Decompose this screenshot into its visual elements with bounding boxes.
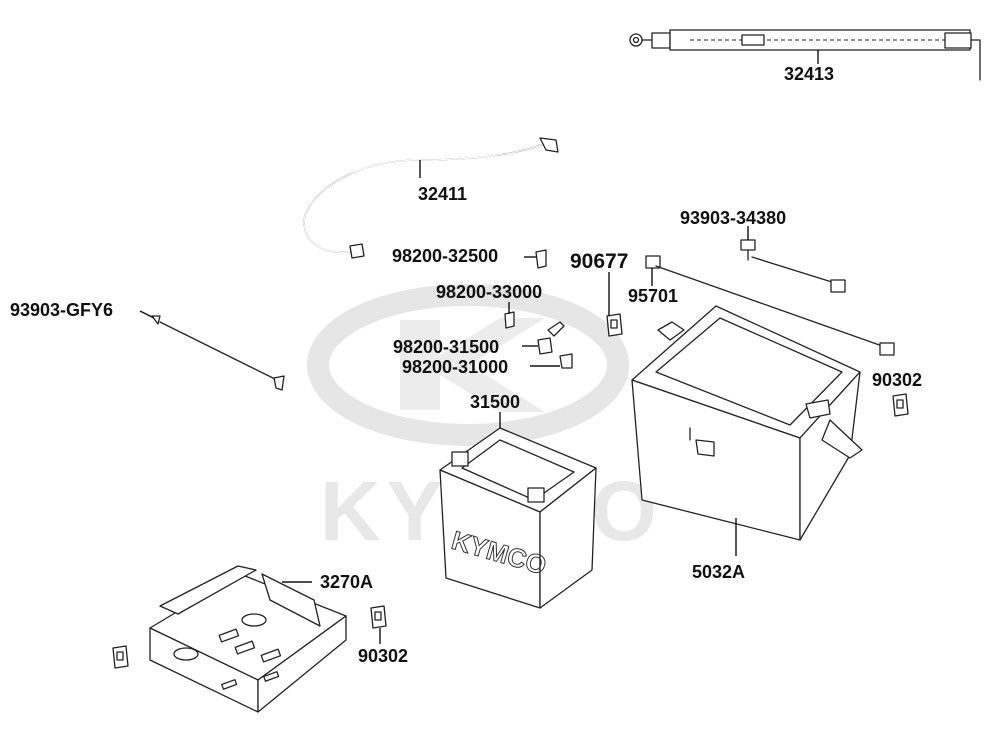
callout-93903-34380: 93903-34380 bbox=[680, 208, 786, 228]
callout-90302-bottom: 90302 bbox=[358, 646, 408, 666]
callout-93903-gfy6: 93903-GFY6 bbox=[10, 300, 113, 320]
callout-98200-33000: 98200-33000 bbox=[436, 282, 542, 302]
callout-98200-31500: 98200-31500 bbox=[393, 337, 499, 357]
callout-32411: 32411 bbox=[418, 184, 467, 204]
callout-31500: 31500 bbox=[470, 392, 520, 412]
part-93903-gfy6-bolt[interactable] bbox=[151, 315, 285, 391]
callout-3270a: 3270A bbox=[320, 572, 373, 592]
part-95701-bolt[interactable] bbox=[645, 255, 895, 356]
part-98200-33000-clip[interactable] bbox=[504, 311, 515, 329]
callout-90302-right: 90302 bbox=[872, 370, 922, 390]
callout-32413: 32413 bbox=[784, 64, 834, 84]
part-90302-nut-bottom[interactable] bbox=[112, 605, 387, 669]
part-5032a-battery-box[interactable] bbox=[631, 305, 863, 541]
part-32413-cable[interactable] bbox=[629, 29, 981, 81]
callout-98200-32500: 98200-32500 bbox=[392, 246, 498, 266]
part-98200-31000-terminal[interactable] bbox=[559, 353, 573, 369]
part-90677-nut[interactable] bbox=[606, 313, 623, 337]
part-98200-31500-terminal[interactable] bbox=[537, 321, 565, 355]
part-31500-battery[interactable]: KYMCO bbox=[439, 427, 597, 609]
part-3270a-battery-tray[interactable] bbox=[149, 565, 347, 713]
callout-98200-31000: 98200-31000 bbox=[402, 357, 508, 377]
callout-5032a: 5032A bbox=[692, 562, 745, 582]
callout-95701: 95701 bbox=[628, 286, 678, 306]
part-32411-wire[interactable] bbox=[303, 137, 559, 259]
part-98200-32500-screw[interactable] bbox=[535, 249, 547, 269]
callout-90677: 90677 bbox=[570, 250, 628, 273]
part-90302-nut-right[interactable] bbox=[892, 393, 909, 417]
part-93903-34380-bolt[interactable] bbox=[740, 239, 846, 293]
